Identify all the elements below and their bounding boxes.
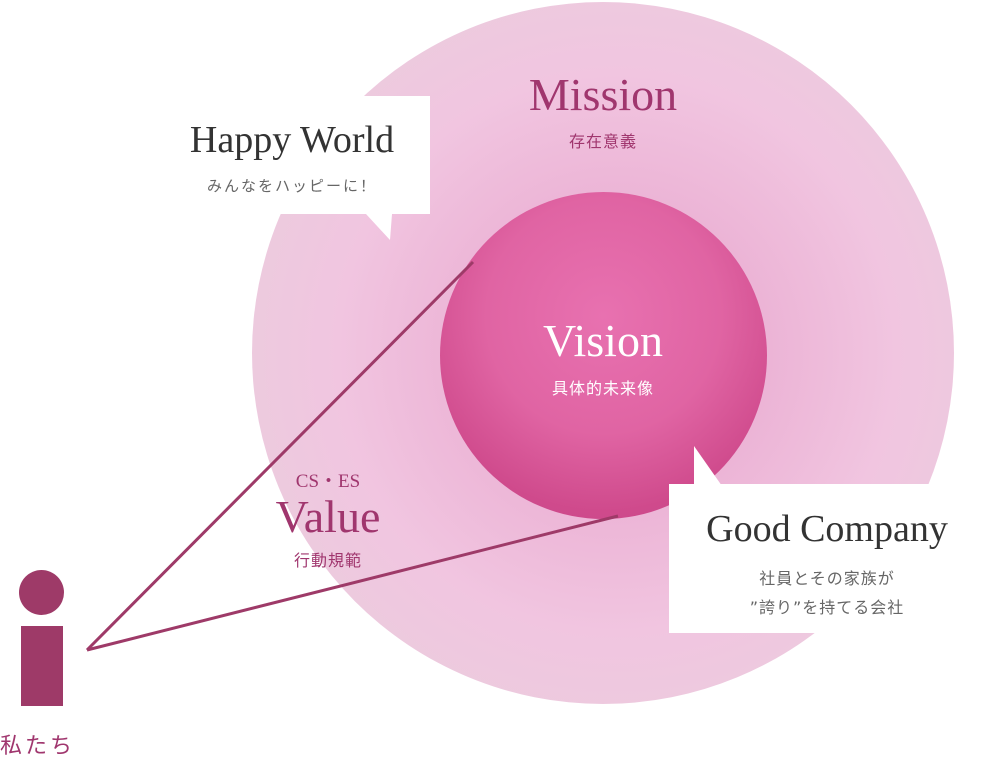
good-company-line1: 社員とその家族が bbox=[759, 569, 895, 588]
person-label: 私たち bbox=[0, 734, 76, 759]
mission-subtitle: 存在意義 bbox=[568, 132, 638, 151]
person-icon-body bbox=[21, 626, 63, 706]
value-title: Value bbox=[275, 491, 381, 542]
vision-subtitle: 具体的未来像 bbox=[551, 379, 655, 398]
mission-title: Mission bbox=[528, 69, 678, 120]
happy-world-title: Happy World bbox=[189, 119, 395, 161]
good-company-line2: ”誇り”を持てる会社 bbox=[749, 598, 905, 617]
good-company-bubble bbox=[669, 484, 965, 633]
vision-title: Vision bbox=[543, 315, 663, 366]
value-tag: CS・ES bbox=[295, 471, 361, 492]
good-company-title: Good Company bbox=[706, 508, 948, 550]
happy-world-bubble bbox=[155, 96, 430, 214]
value-subtitle: 行動規範 bbox=[293, 551, 363, 570]
happy-world-subtitle: みんなをハッピーに！ bbox=[206, 177, 378, 195]
person-icon-head bbox=[19, 570, 64, 615]
